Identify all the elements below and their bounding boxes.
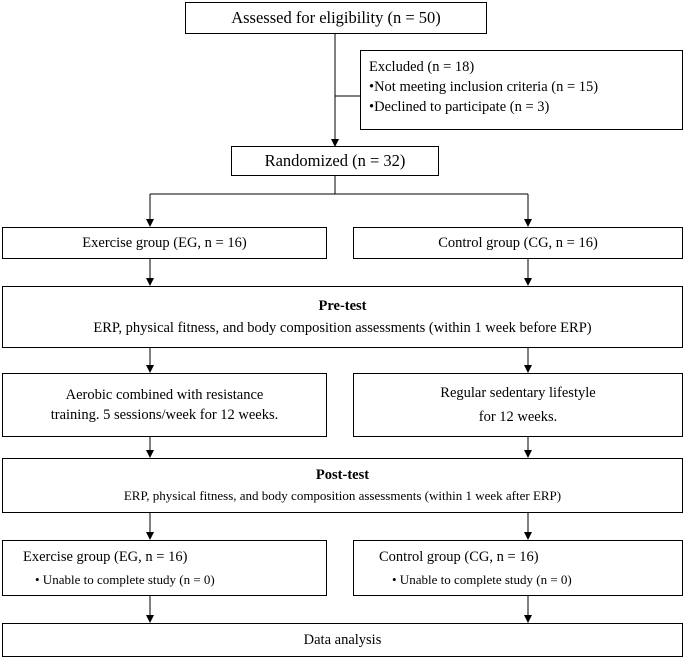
cg-final-note: • Unable to complete study (n = 0) — [392, 572, 572, 587]
posttest-text: ERP, physical fitness, and body composit… — [123, 487, 562, 503]
exercise-group-box: Exercise group (EG, n = 16) — [2, 227, 327, 259]
assessed-box: Assessed for eligibility (n = 50) — [185, 2, 487, 34]
assessed-text: Assessed for eligibility (n = 50) — [231, 8, 441, 28]
data-analysis-text: Data analysis — [303, 631, 382, 648]
posttest-box: Post-test ERP, physical fitness, and bod… — [2, 458, 683, 513]
eg-intervention-line: Aerobic combined with resistance — [65, 386, 264, 403]
eg-final-note: • Unable to complete study (n = 0) — [35, 572, 215, 587]
randomized-box: Randomized (n = 32) — [231, 146, 439, 176]
cg-intervention-line: Regular sedentary lifestyle — [440, 384, 596, 401]
cg-final-box: Control group (CG, n = 16) • Unable to c… — [353, 540, 683, 596]
excluded-box: Excluded (n = 18) •Not meeting inclusion… — [360, 50, 683, 130]
posttest-title: Post-test — [315, 467, 370, 484]
excluded-item: •Not meeting inclusion criteria (n = 15) — [369, 79, 599, 96]
eg-final-title: Exercise group (EG, n = 16) — [23, 549, 188, 565]
cg-intervention-box: Regular sedentary lifestyle for 12 weeks… — [353, 373, 683, 437]
excluded-item: •Declined to participate (n = 3) — [369, 99, 550, 116]
cg-final-title: Control group (CG, n = 16) — [379, 549, 539, 565]
eg-final-box: Exercise group (EG, n = 16) • Unable to … — [2, 540, 327, 596]
pretest-box: Pre-test ERP, physical fitness, and body… — [2, 286, 683, 348]
cg-intervention-line: for 12 weeks. — [478, 409, 558, 425]
randomized-text: Randomized (n = 32) — [264, 151, 406, 171]
excluded-title: Excluded (n = 18) — [369, 59, 475, 75]
control-group-box: Control group (CG, n = 16) — [353, 227, 683, 259]
control-group-text: Control group (CG, n = 16) — [438, 234, 598, 251]
eg-intervention-line: training. 5 sessions/week for 12 weeks. — [50, 407, 279, 423]
exercise-group-text: Exercise group (EG, n = 16) — [82, 234, 247, 251]
pretest-title: Pre-test — [318, 298, 367, 315]
eg-intervention-box: Aerobic combined with resistance trainin… — [2, 373, 327, 437]
data-analysis-box: Data analysis — [2, 623, 683, 657]
pretest-text: ERP, physical fitness, and body composit… — [93, 319, 592, 336]
